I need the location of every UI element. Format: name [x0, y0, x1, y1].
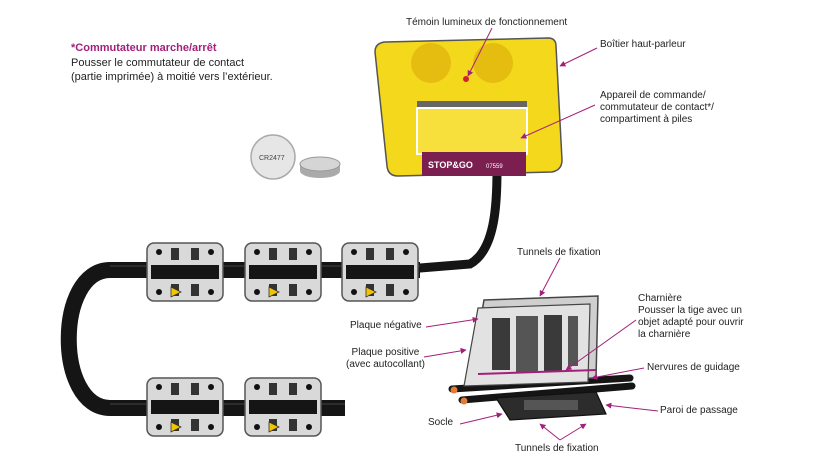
label-hinge: Charnière Pousser la tige avec un objet … — [638, 293, 744, 341]
label-tunnels-top: Tunnels de fixation — [517, 247, 601, 258]
leader-base — [459, 412, 503, 425]
clip-assembly — [448, 295, 636, 421]
label-hinge-line: objet adapté pour ouvrir — [638, 317, 744, 328]
switch-note-body: Pousser le commutateur de contact (parti… — [71, 56, 273, 84]
label-base: Socle — [428, 417, 454, 428]
cable-clip-1 — [146, 242, 224, 302]
label-tunnels-bottom: Tunnels de fixation — [515, 443, 599, 454]
label-positive-plate-line: Plaque positive — [351, 347, 420, 358]
label-guide-ribs: Nervures de guidage — [647, 362, 740, 373]
label-positive-plate: Plaque positive (avec autocollant) — [346, 347, 425, 371]
coin-battery: CR2477 — [250, 134, 296, 180]
coin-battery-side — [299, 156, 341, 178]
cable-clip-2 — [244, 242, 322, 302]
leader-control-unit — [520, 104, 596, 139]
device-cable — [415, 165, 502, 273]
label-control-unit-line: compartiment à piles — [600, 114, 693, 125]
cable-clip-3 — [341, 242, 419, 302]
label-speaker-box: Boîtier haut-parleur — [600, 39, 686, 50]
leader-negative-plate — [425, 316, 479, 328]
label-control-unit: Appareil de commande/ commutateur de con… — [600, 90, 714, 126]
label-hinge-line: Charnière — [638, 293, 682, 304]
main-cable — [60, 262, 420, 416]
label-indicator: Témoin lumineux de fonctionnement — [406, 17, 568, 28]
leader-tunnels-bottom-b — [559, 423, 587, 441]
label-passage-wall: Paroi de passage — [660, 405, 738, 416]
indicator-light — [463, 76, 469, 82]
label-hinge-line: Pousser la tige avec un — [638, 305, 742, 316]
leader-guide-ribs — [591, 367, 645, 380]
speaker-box — [411, 43, 513, 83]
label-positive-plate-line: (avec autocollant) — [346, 359, 425, 370]
label-hinge-line: la charnière — [638, 329, 691, 340]
switch-note-line: (partie imprimée) à moitié vers l’extéri… — [71, 71, 273, 83]
leader-speaker-box — [559, 47, 598, 67]
label-control-unit-line: Appareil de commande/ — [600, 90, 706, 101]
brand-label — [422, 152, 526, 176]
leader-hinge — [565, 319, 637, 371]
label-negative-plate: Plaque négative — [350, 320, 422, 331]
battery-type-text: CR2477 — [259, 155, 285, 162]
cable-clip-4 — [146, 377, 224, 437]
leader-tunnels-top — [539, 257, 561, 297]
switch-note-line: Pousser le commutateur de contact — [71, 57, 245, 69]
brand-text: STOP&GO — [428, 160, 473, 170]
model-number: 07559 — [486, 164, 503, 170]
leader-passage-wall — [605, 402, 659, 412]
switch-note-title: *Commutateur marche/arrêt — [71, 42, 217, 54]
battery-compartment — [416, 107, 528, 155]
control-device: STOP&GO 07559 — [374, 37, 563, 177]
cable-clip-5 — [244, 377, 322, 437]
leader-indicator — [467, 27, 493, 77]
leader-tunnels-bottom-a — [539, 423, 561, 441]
label-control-unit-line: commutateur de contact*/ — [600, 102, 714, 113]
leader-positive-plate — [423, 347, 467, 358]
